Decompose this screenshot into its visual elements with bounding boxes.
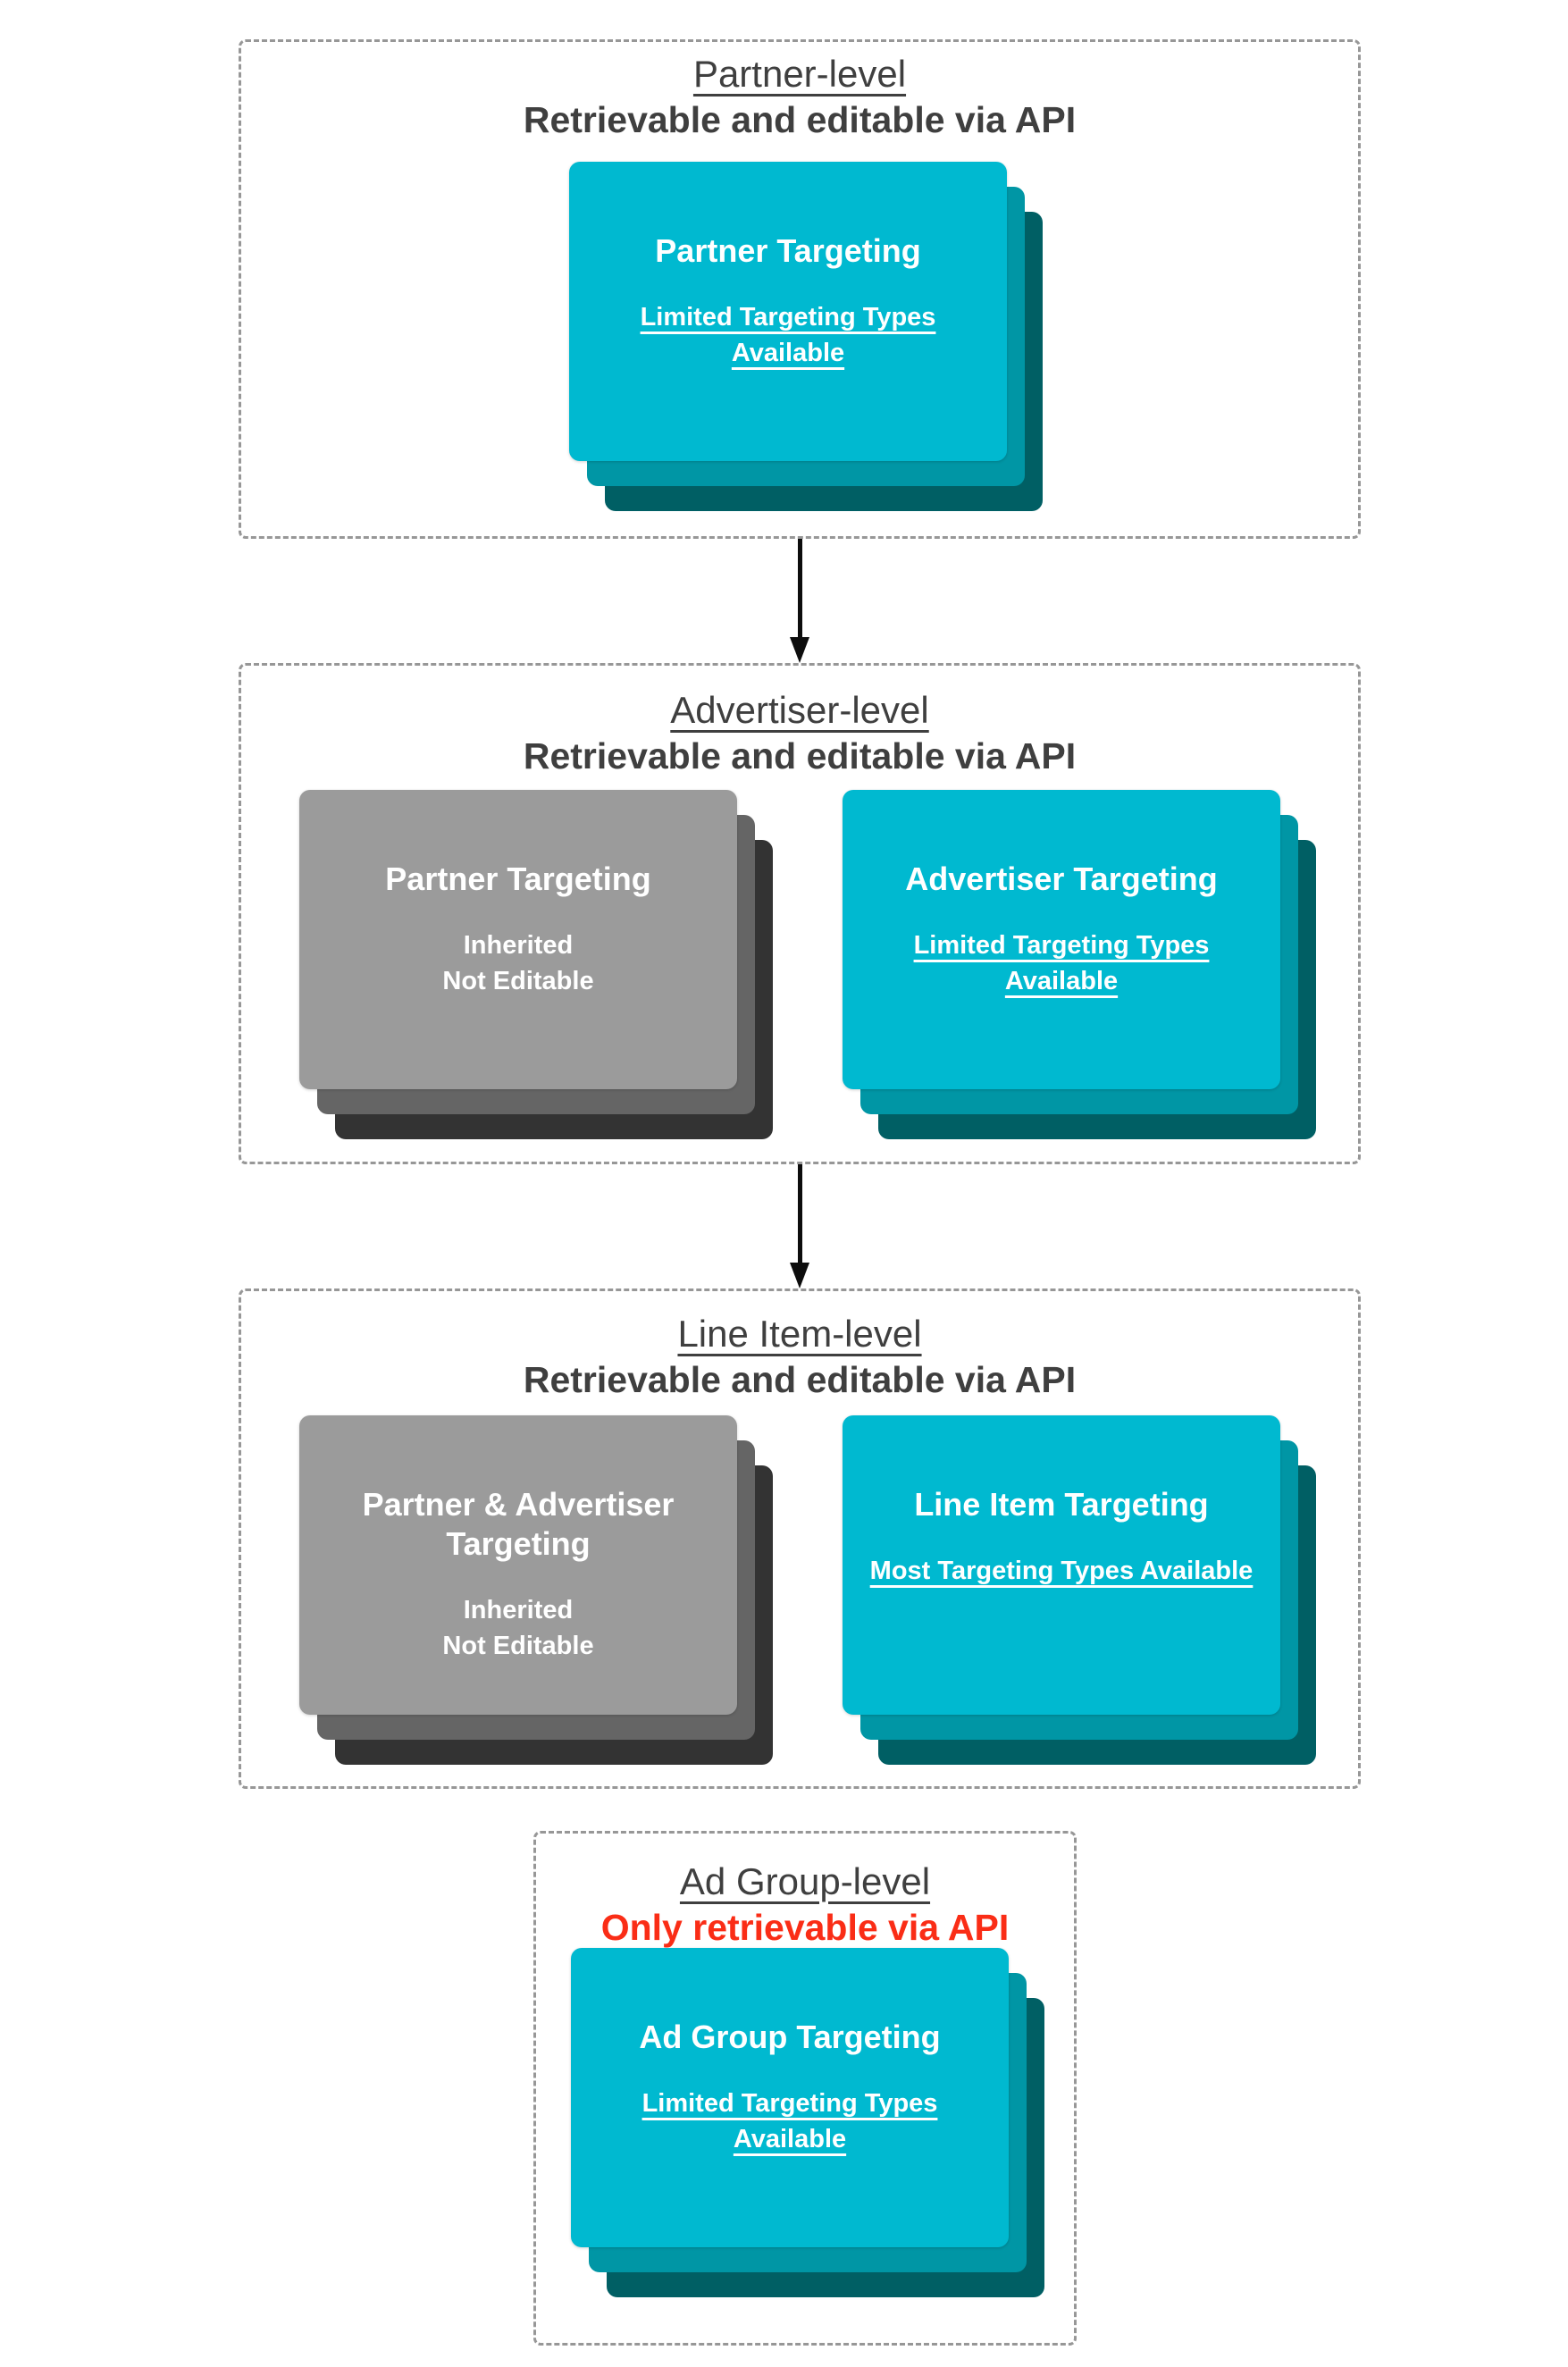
arrow-line (798, 1164, 802, 1263)
section-subtitle: Only retrievable via API (600, 1907, 1010, 1948)
card-subtext-line1: Inherited (463, 931, 574, 960)
section-subtitle: Retrievable and editable via API (523, 1359, 1077, 1400)
card-subtext: Inherited Not Editable (442, 1592, 593, 1664)
flow-arrow-partner-to-advertiser (790, 539, 809, 663)
line-item-targeting-card: Line Item Targeting Most Targeting Types… (843, 1415, 1280, 1715)
section-title: Line Item-level (677, 1313, 922, 1355)
section-subtitle: Retrievable and editable via API (523, 735, 1077, 776)
section-advertiser-level: Advertiser-level Retrievable and editabl… (239, 663, 1361, 1164)
ad-group-targeting-card-stack: Ad Group Targeting Limited Targeting Typ… (571, 1948, 1044, 2297)
card-subtext-line2: Not Editable (442, 967, 594, 995)
card-title: Partner Targeting (655, 232, 921, 269)
ad-group-targeting-card: Ad Group Targeting Limited Targeting Typ… (571, 1948, 1009, 2247)
card-title: Advertiser Targeting (905, 860, 1218, 897)
section-ad-group-level: Ad Group-level Only retrievable via API … (533, 1831, 1077, 2346)
card-subtext-line2: Not Editable (442, 1632, 594, 1660)
advertiser-targeting-card: Advertiser Targeting Limited Targeting T… (843, 790, 1280, 1089)
inherited-partner-targeting-card: Partner Targeting Inherited Not Editable (299, 790, 737, 1089)
arrow-line (798, 539, 802, 638)
card-subtext: Inherited Not Editable (442, 927, 593, 999)
card-subtext: Limited Targeting Types Available (640, 303, 936, 367)
section-title: Advertiser-level (670, 689, 929, 731)
partner-targeting-card-stack: Partner Targeting Limited Targeting Type… (569, 162, 1043, 511)
flow-arrow-advertiser-to-lineitem (790, 1164, 809, 1288)
card-title: Partner Targeting (385, 860, 651, 897)
card-title: Line Item Targeting (914, 1486, 1209, 1523)
arrow-head-icon (790, 1263, 809, 1288)
advertiser-targeting-card-stack: Advertiser Targeting Limited Targeting T… (843, 790, 1316, 1139)
section-line-item-level: Line Item-level Retrievable and editable… (239, 1288, 1361, 1789)
card-subtext: Limited Targeting Types Available (913, 931, 1210, 995)
line-item-targeting-card-stack: Line Item Targeting Most Targeting Types… (843, 1415, 1316, 1765)
card-subtext: Limited Targeting Types Available (641, 2089, 938, 2153)
arrow-head-icon (790, 637, 809, 663)
inherited-partner-targeting-card-stack: Partner Targeting Inherited Not Editable (299, 790, 773, 1139)
card-title: Ad Group Targeting (639, 2019, 941, 2055)
section-subtitle: Retrievable and editable via API (523, 99, 1077, 140)
inherited-partner-advertiser-targeting-card-stack: Partner & Advertiser Targeting Inherited… (299, 1415, 773, 1765)
card-title: Partner & Advertiser Targeting (362, 1486, 675, 1562)
section-title: Ad Group-level (679, 1860, 931, 1902)
card-subtext: Most Targeting Types Available (869, 1557, 1254, 1585)
section-partner-level: Partner-level Retrievable and editable v… (239, 39, 1361, 539)
inherited-partner-advertiser-targeting-card: Partner & Advertiser Targeting Inherited… (299, 1415, 737, 1715)
section-title: Partner-level (692, 53, 907, 95)
partner-targeting-card: Partner Targeting Limited Targeting Type… (569, 162, 1007, 461)
card-subtext-line1: Inherited (463, 1596, 574, 1624)
